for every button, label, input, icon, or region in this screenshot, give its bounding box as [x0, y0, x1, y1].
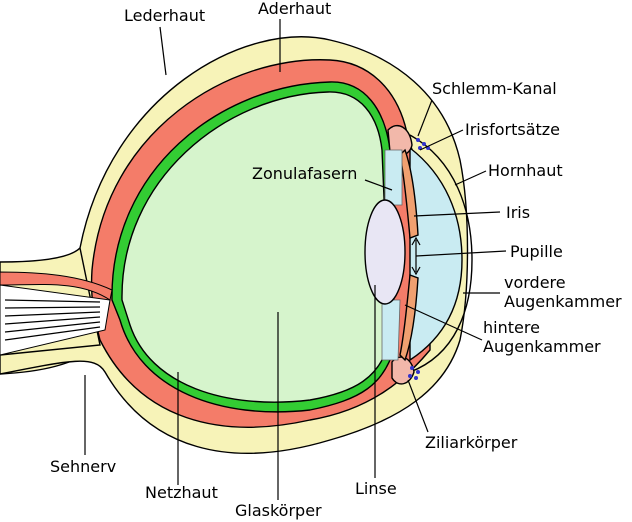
label-hintere: hintere: [483, 318, 540, 337]
schlemm-dots-bottom: [408, 366, 420, 380]
label-iris: Iris: [506, 203, 530, 222]
label-hornhaut: Hornhaut: [488, 161, 563, 180]
label-glaskoerper: Glaskörper: [235, 501, 322, 520]
iris-top: [399, 148, 419, 239]
cornea-chamber: [409, 146, 463, 362]
label-ziliarkoerper: Ziliarkörper: [425, 433, 518, 452]
label-irisfortsaetze: Irisfortsätze: [465, 120, 560, 139]
label-vordere: vordere: [504, 273, 566, 292]
label-pupille: Pupille: [510, 242, 563, 261]
label-netzhaut: Netzhaut: [145, 483, 218, 502]
label-sehnerv: Sehnerv: [50, 457, 116, 476]
label-aderhaut: Aderhaut: [258, 0, 331, 18]
label-lederhaut: Lederhaut: [124, 6, 205, 25]
leader-lines: [84, 19, 507, 500]
label-schlemm-kanal: Schlemm-Kanal: [432, 79, 557, 98]
label-augenkammer-vordere: Augenkammer: [504, 292, 622, 311]
label-linse: Linse: [355, 479, 397, 498]
vitreous-body: [121, 91, 391, 403]
label-zonulafasern: Zonulafasern: [252, 164, 357, 183]
optic-nerve-fibers: [0, 284, 111, 356]
optic-nerve-choroid-band: [0, 271, 113, 301]
cornea-rim: [409, 134, 473, 373]
lens-shape: [364, 199, 406, 305]
label-augenkammer-hintere: Augenkammer: [483, 337, 601, 356]
